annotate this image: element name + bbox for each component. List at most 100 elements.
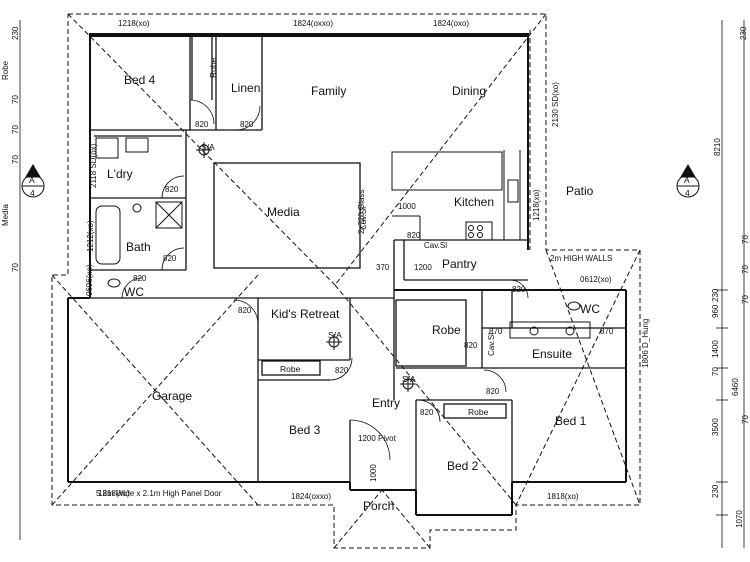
room-label-media: Media — [267, 205, 300, 219]
window-label: 1824(oxo) — [433, 19, 469, 28]
door-size: 820 — [420, 408, 434, 417]
right-dim: 230 — [711, 484, 720, 498]
room-label-wc-left: WC — [124, 285, 144, 299]
right-dim: 70 — [741, 415, 750, 424]
room-label-robe-bed2: Robe — [468, 407, 489, 417]
room-label-bath: Bath — [126, 240, 151, 254]
room-label-family: Family — [311, 84, 346, 98]
room-label-laundry: L'dry — [107, 167, 133, 181]
door-size: 820 — [238, 306, 252, 315]
right-dim: 70 — [711, 367, 720, 376]
note-glass-doors: 2x720 Glass — [357, 190, 366, 234]
room-label-pantry: Pantry — [442, 257, 477, 271]
room-label-porch: Porch — [363, 499, 394, 513]
section-letter-left: A — [29, 175, 35, 185]
window-label: 1824(oxxo) — [293, 19, 333, 28]
note-dimension: 1000 — [398, 202, 416, 211]
note-dimension: 1200 — [414, 263, 432, 272]
door-size: 820 — [165, 185, 179, 194]
room-label-bed2: Bed 2 — [447, 459, 479, 473]
right-dim: 960 — [711, 304, 720, 318]
left-dim: 70 — [11, 125, 20, 134]
right-dim: 6460 — [731, 378, 740, 396]
room-label-robe-master: Robe — [432, 323, 461, 337]
room-label-bed4: Bed 4 — [124, 73, 156, 87]
window-label: 1218(xo) — [118, 19, 150, 28]
door-size: 820 — [512, 285, 526, 294]
right-dim: 70 — [741, 295, 750, 304]
door-size: 820 — [407, 231, 421, 240]
window-label: 0606(xo) — [85, 264, 94, 296]
window-label: 1818(xo) — [547, 492, 579, 501]
roof-outline — [51, 13, 641, 549]
window-label: 2130 SD(xo) — [551, 82, 560, 127]
left-dim: 230 — [11, 26, 20, 40]
section-letter-right: A — [684, 175, 690, 185]
smoke-alarm-icons — [196, 142, 416, 392]
door-size: 820 — [240, 120, 254, 129]
dimension-lines — [19, 20, 745, 548]
room-label-linen: Linen — [231, 81, 260, 95]
room-label-dining: Dining — [452, 84, 486, 98]
door-size: 870 — [600, 327, 614, 336]
right-dim: 1400 — [711, 340, 720, 358]
room-label-kitchen: Kitchen — [454, 195, 494, 209]
room-label-entry: Entry — [372, 396, 400, 410]
note-dimension: 370 — [376, 263, 390, 272]
outer-walls — [67, 33, 627, 516]
right-dim: 70 — [741, 265, 750, 274]
right-dim: 230 — [739, 26, 748, 40]
room-label-kids-retreat: Kid's Retreat — [271, 307, 340, 321]
note-cavity-slider: Cav.Sl — [487, 333, 496, 356]
room-label-patio: Patio — [566, 184, 594, 198]
door-size: 820 — [464, 341, 478, 350]
left-dim-label: Media — [1, 204, 10, 226]
kitchen-fittings — [391, 150, 521, 241]
note-high-walls: 2m HIGH WALLS — [550, 254, 612, 263]
section-markers — [21, 164, 700, 198]
room-label-ensuite: Ensuite — [532, 347, 572, 361]
interior-walls — [90, 36, 626, 490]
section-number-left: 4 — [30, 188, 35, 198]
door-size: 820 — [163, 254, 177, 263]
window-label: 1218(xo) — [532, 189, 541, 221]
door-size: 870 — [489, 327, 503, 336]
room-label-bed1: Bed 1 — [555, 414, 587, 428]
room-label-robe-bed3: Robe — [280, 364, 301, 374]
window-label: 1212(xo) — [86, 220, 95, 252]
window-label: 1818(xo) — [98, 489, 130, 498]
note-smoke-alarm: S/A — [201, 142, 215, 152]
door-swings — [121, 99, 529, 461]
door-size: 820 — [133, 274, 147, 283]
window-label: 1824(oxxo) — [291, 492, 331, 501]
left-dim: 70 — [11, 95, 20, 104]
door-size: 820 — [335, 366, 349, 375]
right-dim: 1070 — [735, 510, 744, 528]
room-label-wc-right: WC — [580, 302, 600, 316]
right-dim: 70 — [741, 235, 750, 244]
section-number-right: 4 — [685, 188, 690, 198]
right-dim: 230 — [711, 288, 720, 302]
window-label: 0612(xo) — [580, 275, 612, 284]
room-label-robe-top: Robe — [208, 57, 218, 78]
left-dim: 70 — [11, 155, 20, 164]
wet-area-fittings — [95, 137, 591, 339]
door-size: 820 — [195, 120, 209, 129]
note-cavity-slider: Cav.Sl — [359, 207, 368, 230]
right-dim: 3500 — [711, 418, 720, 436]
note-pivot-door: 1200 Pivot — [358, 434, 397, 443]
room-label-bed3: Bed 3 — [289, 423, 321, 437]
right-dim: 8210 — [713, 138, 722, 156]
note-smoke-alarm: S/A — [328, 330, 342, 340]
note-smoke-alarm: S/A — [402, 374, 416, 384]
left-dim: 70 — [11, 263, 20, 272]
note-garage-door-visible: 5.2m Wide x 2.1m High Panel Door — [96, 489, 222, 498]
window-label: 2118 SD(ox) — [89, 143, 98, 188]
note-dimension: 1000 — [369, 464, 378, 482]
note-cavity-slider: Cav.Sl — [424, 241, 447, 250]
window-label: 1806 D_Hung — [641, 319, 650, 368]
door-size: 820 — [486, 387, 500, 396]
room-label-garage: Garage — [152, 389, 192, 403]
left-dim-label: Robe — [1, 60, 10, 80]
